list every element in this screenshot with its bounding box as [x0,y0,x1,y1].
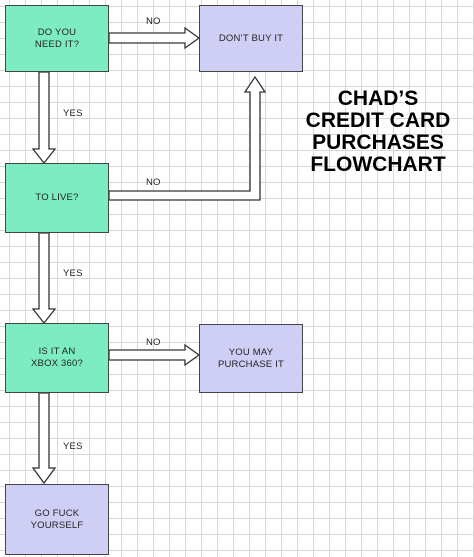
flowchart-title: CHAD’S CREDIT CARD PURCHASES FLOWCHART [305,87,451,176]
arrow-need-no [108,26,201,50]
outcome-dont-buy: DON’T BUY IT [199,5,303,72]
arrow-need-yes [31,71,57,165]
edge-label-need-no: NO [146,16,161,27]
outcome-may-purchase: YOU MAY PURCHASE IT [199,324,303,393]
edge-label-need-yes: YES [63,108,83,119]
arrow-live-yes [31,232,57,325]
edge-label-xbox-no: NO [146,337,161,348]
edge-label-live-no: NO [146,177,161,188]
edge-label-xbox-yes: YES [63,441,83,452]
arrow-xbox-no [108,343,201,367]
outcome-go-f-yourself: GO FUCK YOURSELF [5,484,109,555]
arrow-xbox-yes [31,392,57,485]
arrow-live-no [108,75,267,201]
decision-need-it: DO YOU NEED IT? [5,5,109,72]
edge-label-live-yes: YES [63,268,83,279]
decision-xbox-360: IS IT AN XBOX 360? [5,323,109,393]
decision-to-live: TO LIVE? [5,163,109,233]
